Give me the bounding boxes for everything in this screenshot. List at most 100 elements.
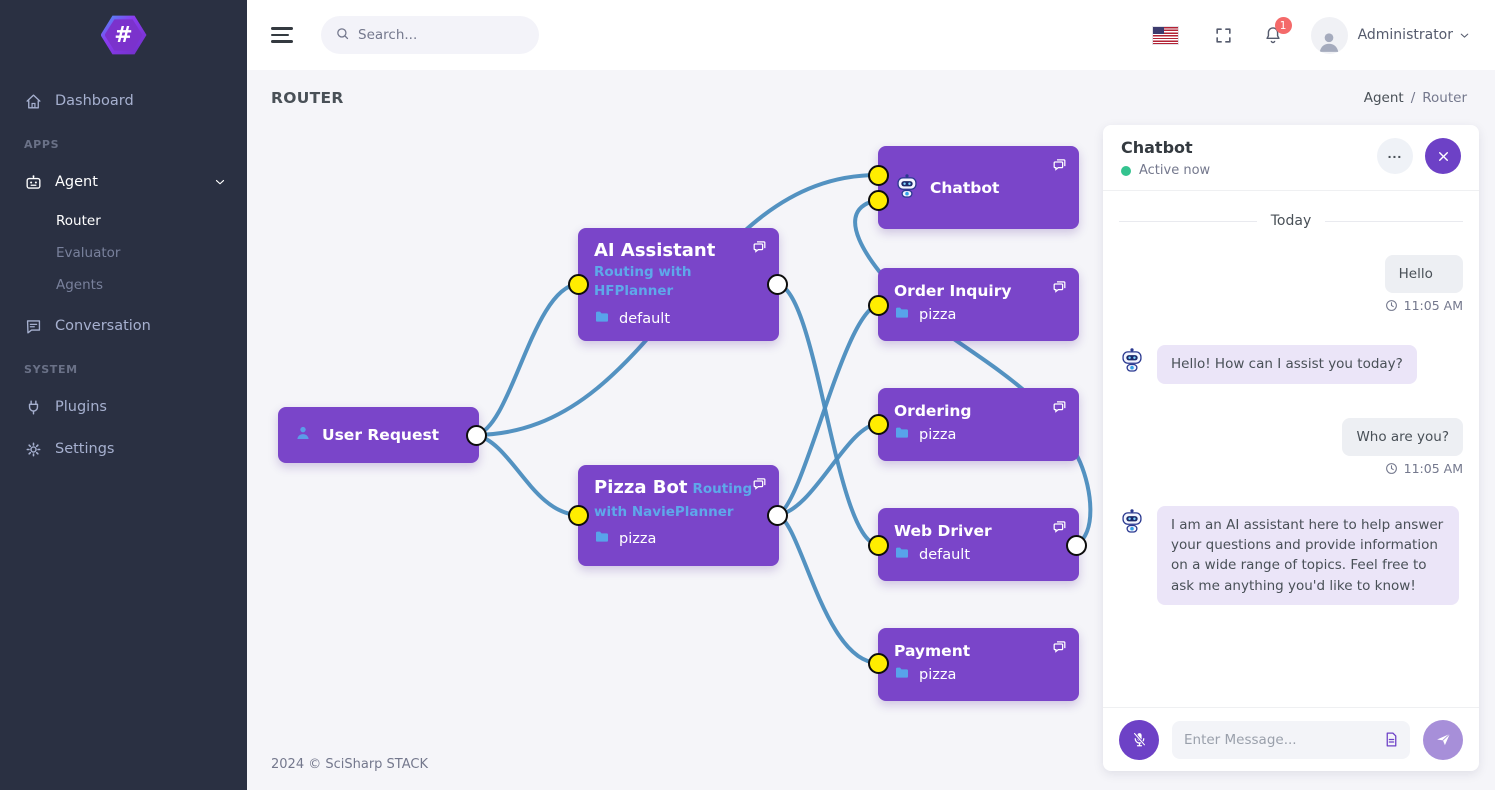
brand-logo[interactable]: # [0,0,247,70]
chat-more-button[interactable]: ... [1377,138,1413,174]
chat-close-button[interactable] [1425,138,1461,174]
sidebar-item-settings[interactable]: Settings [0,428,247,470]
node-title: User Request [322,426,440,444]
message-bot: Hello! How can I assist you today? [1119,345,1463,384]
user-menu[interactable]: Administrator [1358,27,1471,43]
node-web-driver[interactable]: Web Driver default [878,508,1079,581]
search-box [321,16,539,54]
sidebar: # Dashboard APPS Agent Router Evaluator … [0,0,247,790]
port-payment-in[interactable] [868,653,889,674]
language-flag-us[interactable] [1152,26,1178,44]
message-bubble: I am an AI assistant here to help answer… [1157,505,1459,605]
node-category: default [919,547,971,563]
open-chat-icon[interactable] [1052,279,1067,298]
sidebar-item-label: Agent [55,174,98,190]
node-pizza-bot[interactable]: Pizza Bot Routing with NaviePlanner pizz… [578,465,779,566]
breadcrumb-parent[interactable]: Agent [1363,90,1404,106]
breadcrumb-separator: / [1410,90,1416,106]
close-icon [1438,151,1448,161]
attach-file-icon[interactable] [1383,731,1400,752]
node-title: Web Driver [894,522,992,540]
node-title: Order Inquiry [894,282,1012,300]
message-bubble: Hello! How can I assist you today? [1157,345,1417,384]
port-web-driver-out[interactable] [1066,535,1087,556]
sidebar-item-label: Dashboard [55,93,134,109]
folder-icon [894,425,910,445]
message-input[interactable] [1184,731,1376,748]
fullscreen-button[interactable] [1214,26,1233,45]
sidebar-item-label: Plugins [55,399,107,415]
message-user: Who are you? 11:05 AM [1119,417,1463,476]
sidebar-item-conversation[interactable]: Conversation [0,305,247,347]
sidebar-item-evaluator[interactable]: Evaluator [56,245,121,261]
robot-icon [894,173,920,203]
sidebar-item-router[interactable]: Router [56,213,101,229]
node-order-inquiry[interactable]: Order Inquiry pizza [878,268,1079,341]
port-chatbot-in-1[interactable] [868,165,889,186]
message-bot: I am an AI assistant here to help answer… [1119,505,1463,605]
open-chat-icon[interactable] [752,476,767,495]
open-chat-icon[interactable] [1052,399,1067,418]
node-payment[interactable]: Payment pizza [878,628,1079,701]
menu-toggle-icon[interactable] [271,27,293,43]
sidebar-item-agents[interactable]: Agents [56,277,103,293]
port-order-inquiry-in[interactable] [868,295,889,316]
bot-avatar [1119,506,1147,605]
edge-ai-assistant-to-web-driver [775,282,880,547]
chat-panel: Chatbot Active now ... Today Hello [1103,125,1479,771]
folder-icon [894,665,910,685]
port-user-request-out[interactable] [466,425,487,446]
sidebar-item-plugins[interactable]: Plugins [0,386,247,428]
notifications-button[interactable]: 1 [1263,17,1292,45]
gear-icon [26,442,41,456]
port-pizza-bot-in[interactable] [568,505,589,526]
node-category: default [619,310,671,327]
chat-status-label: Active now [1139,163,1211,178]
user-icon [294,424,312,446]
port-chatbot-in-2[interactable] [868,190,889,211]
mic-off-icon [1132,732,1146,747]
port-ai-assistant-in[interactable] [568,274,589,295]
node-category: pizza [919,307,957,323]
port-pizza-bot-out[interactable] [767,505,788,526]
node-ordering[interactable]: Ordering pizza [878,388,1079,461]
message-bubble: Hello [1384,255,1463,294]
node-title: Pizza Bot [594,477,688,498]
sidebar-item-label: Conversation [55,318,151,334]
node-user-request[interactable]: User Request [278,407,479,463]
open-chat-icon[interactable] [1052,157,1067,176]
message-input-wrap [1172,720,1410,759]
chat-messages-area[interactable]: Today Hello 11:05 AM Hello! How can I as… [1103,191,1479,707]
message-time: 11:05 AM [1403,460,1463,476]
open-chat-icon[interactable] [1052,639,1067,658]
notification-badge: 1 [1274,17,1292,34]
avatar[interactable] [1310,16,1348,54]
sidebar-item-agent[interactable]: Agent [0,161,247,203]
folder-icon [594,529,610,549]
edge-pizza-bot-to-payment [775,513,880,665]
search-input[interactable] [358,27,508,43]
user-name-label: Administrator [1357,27,1453,43]
node-ai-assistant[interactable]: AI Assistant Routing with HFPlanner defa… [578,228,779,341]
footer-copyright: 2024 © SciSharp STACK [271,756,428,772]
node-chatbot[interactable]: Chatbot [878,146,1079,229]
node-title: AI Assistant [594,240,716,261]
date-divider-label: Today [1270,213,1312,229]
breadcrumb-current: Router [1422,90,1467,106]
edge-web-driver-to-chatbot [853,198,1093,547]
clock-icon [1385,300,1397,312]
send-button[interactable] [1423,719,1463,760]
footer: 2024 © SciSharp STACK [247,738,1495,790]
mic-mute-button[interactable] [1119,719,1159,760]
chevron-down-icon [1460,33,1469,38]
port-ordering-in[interactable] [868,414,889,435]
edge-pizza-bot-to-ordering [775,422,880,517]
open-chat-icon[interactable] [1052,519,1067,538]
sidebar-item-dashboard[interactable]: Dashboard [0,80,247,122]
date-divider: Today [1119,213,1463,229]
port-ai-assistant-out[interactable] [767,274,788,295]
page-title: ROUTER [271,89,344,107]
port-web-driver-in[interactable] [868,535,889,556]
open-chat-icon[interactable] [752,239,767,258]
